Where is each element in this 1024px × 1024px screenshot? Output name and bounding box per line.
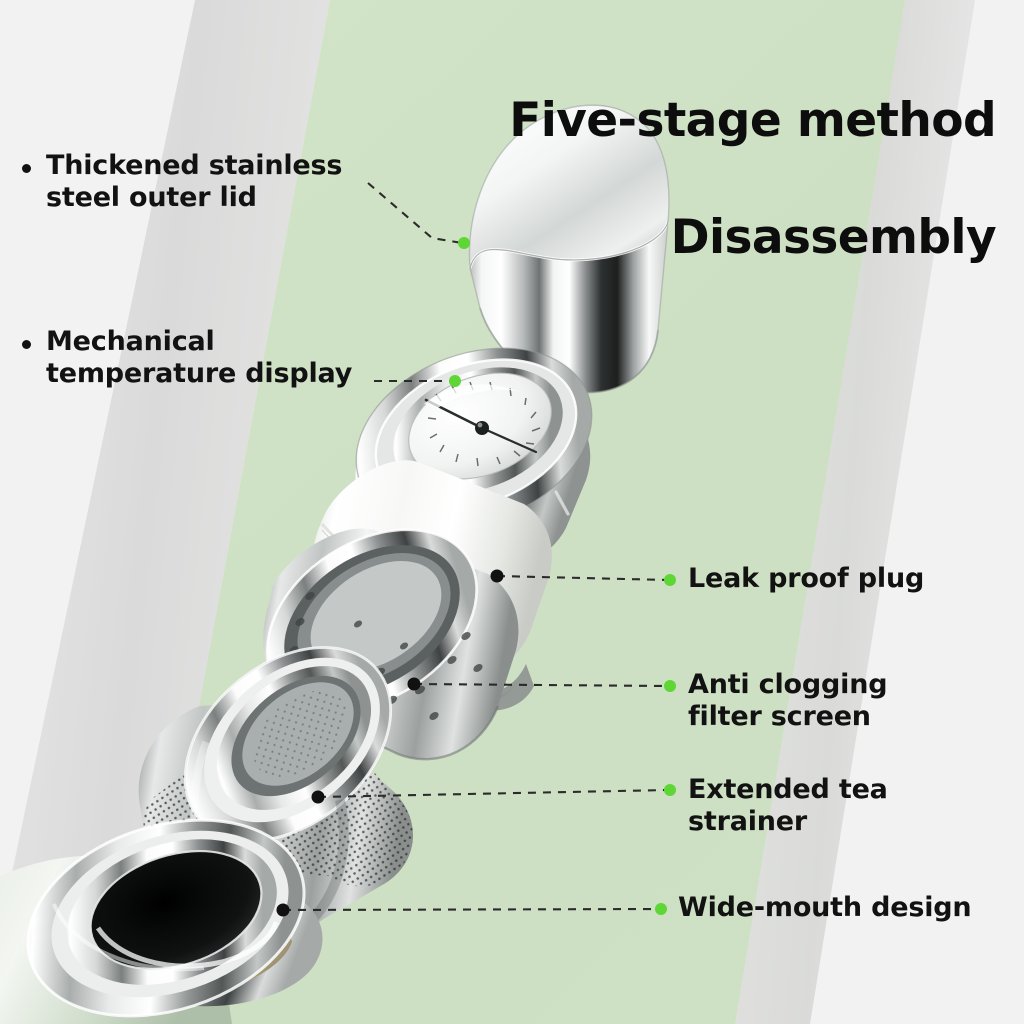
page-title: Five-stage method Disassembly <box>356 34 996 325</box>
title-line-1: Five-stage method <box>509 93 996 149</box>
leader-leak-proof-plug <box>496 574 669 582</box>
title-line-2: Disassembly <box>670 209 997 265</box>
callout-outer-lid: Thickened stainless steel outer lid <box>46 150 343 213</box>
callout-tea-strainer: Extended tea strainer <box>688 774 888 837</box>
leader-filter-screen <box>413 682 669 688</box>
accent-dots <box>449 237 676 915</box>
callout-temperature-display: Mechanical temperature display <box>46 326 353 389</box>
anchor-dots <box>276 569 504 917</box>
bullet-temperature-display <box>22 340 31 349</box>
leader-wide-mouth <box>282 907 661 912</box>
callout-leak-proof-plug: Leak proof plug <box>688 563 925 594</box>
callout-wide-mouth: Wide-mouth design <box>678 892 972 923</box>
callout-filter-screen: Anti clogging filter screen <box>688 669 888 732</box>
leader-tea-strainer <box>317 788 669 799</box>
bullet-outer-lid <box>22 164 31 173</box>
